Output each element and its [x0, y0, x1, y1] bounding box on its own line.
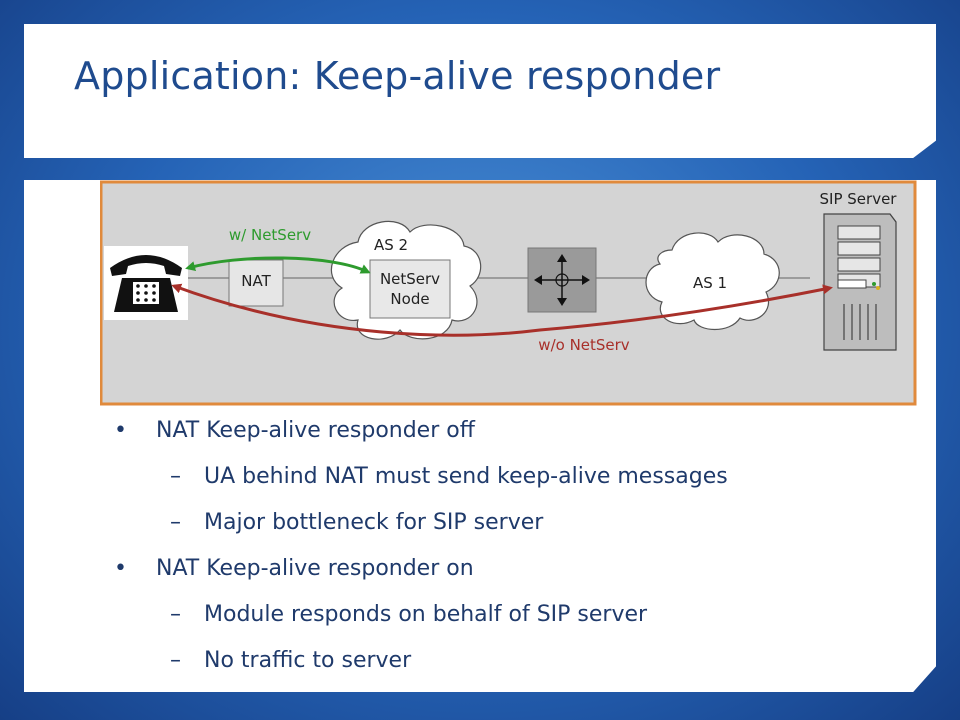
slide-title: Application: Keep-alive responder: [74, 54, 721, 98]
bullet-marker: –: [170, 648, 181, 673]
bullet-text: NAT Keep-alive responder off: [156, 418, 475, 443]
bullet-marker: •: [114, 418, 127, 443]
bullet-marker: –: [170, 510, 181, 535]
bullet-text: No traffic to server: [204, 648, 412, 673]
bullet-text: NAT Keep-alive responder on: [156, 556, 474, 581]
nat-label: NAT: [241, 272, 271, 290]
bullet-text: Major bottleneck for SIP server: [204, 510, 544, 535]
as2-label: AS 2: [374, 236, 408, 254]
router-icon: [527, 247, 597, 313]
title-panel: [24, 24, 936, 158]
with-netserv-path: [185, 256, 371, 274]
telephone-icon: [104, 246, 188, 320]
as1-cloud: [645, 232, 780, 331]
sip-server-label: SIP Server: [820, 190, 898, 208]
bullet-text: UA behind NAT must send keep-alive messa…: [204, 464, 728, 489]
without-netserv-path: [171, 283, 833, 337]
as1-label: AS 1: [693, 274, 727, 292]
with-netserv-label: w/ NetServ: [229, 226, 311, 244]
without-netserv-label: w/o NetServ: [538, 336, 630, 354]
bullet-marker: –: [170, 464, 181, 489]
bullet-marker: –: [170, 602, 181, 627]
netserv-node-box: [369, 259, 451, 319]
bullet-text: Module responds on behalf of SIP server: [204, 602, 648, 627]
netserv-node-label-line1: NetServ: [380, 270, 440, 288]
bullet-marker: •: [114, 556, 127, 581]
sip-server-icon: [823, 213, 897, 351]
netserv-node-label-line2: Node: [390, 290, 429, 308]
network-diagram: NAT AS 2 NetServ Node AS 1 SIP Server: [100, 180, 917, 406]
diagram-frame: [100, 180, 917, 406]
